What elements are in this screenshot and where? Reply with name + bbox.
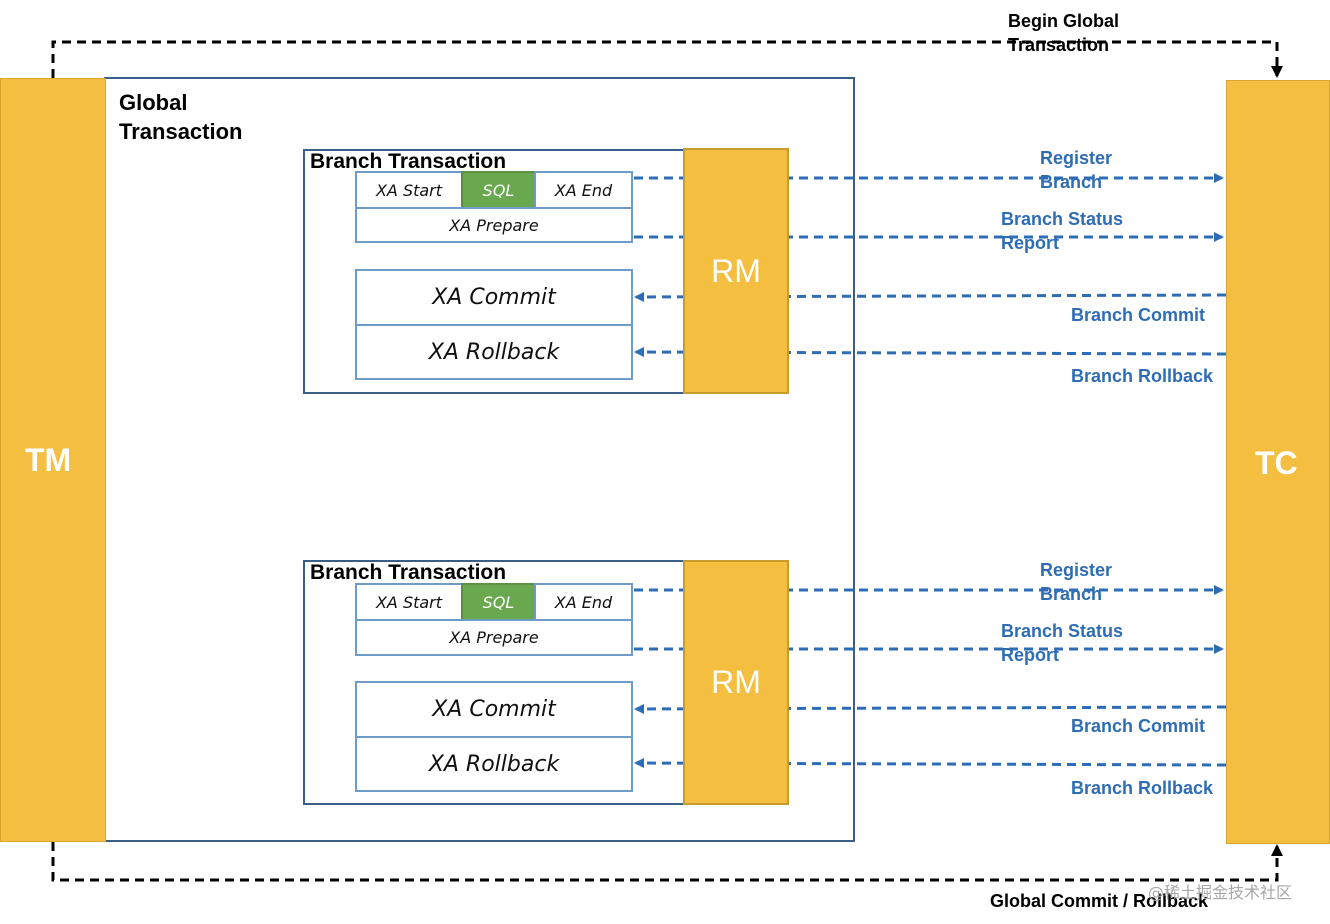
xa-prepare-cell: XA Prepare <box>355 619 633 656</box>
tm-label: TM <box>25 442 72 478</box>
tm-bar <box>0 78 106 842</box>
tc-label: TC <box>1255 445 1298 481</box>
branch-commit-arrow-1 <box>634 291 1227 302</box>
xa-rollback-cell: XA Rollback <box>355 324 633 380</box>
global-commit-rollback-label: Global Commit / Rollback <box>990 891 1209 911</box>
sql-cell: SQL <box>461 583 536 621</box>
rm-box: RM <box>683 148 789 394</box>
tc-bar <box>1226 80 1330 844</box>
branch-commit-label: Branch Commit <box>1071 716 1206 736</box>
xa-end-cell: XA End <box>534 583 633 621</box>
xa-prepare-cell: XA Prepare <box>355 207 633 243</box>
branch-rollback-arrow-2 <box>634 758 1227 769</box>
branch-status-report-label: Branch Status Report <box>1001 621 1124 665</box>
global-transaction-title: Global Transaction <box>119 90 243 144</box>
branch-transaction-title: Branch Transaction <box>310 150 507 173</box>
xa-rollback-cell: XA Rollback <box>355 736 633 792</box>
watermark: @稀土掘金技术社区 <box>1148 883 1293 902</box>
xa-start-cell: XA Start <box>355 583 463 621</box>
branch-commit-arrow-2 <box>634 703 1227 714</box>
branch-rollback-label: Branch Rollback <box>1071 778 1214 798</box>
xa-end-cell: XA End <box>534 171 633 209</box>
global-commit-rollback-arrow <box>51 842 1283 882</box>
xa-commit-cell: XA Commit <box>355 681 633 738</box>
branch-transaction-title: Branch Transaction <box>310 561 507 584</box>
sql-cell: SQL <box>461 171 536 209</box>
xa-commit-cell: XA Commit <box>355 269 633 326</box>
branch-commit-label: Branch Commit <box>1071 305 1206 325</box>
register-branch-label: Register Branch <box>1040 148 1113 192</box>
rm-box: RM <box>683 560 789 805</box>
register-branch-label: Register Branch <box>1040 560 1113 604</box>
xa-start-cell: XA Start <box>355 171 463 209</box>
branch-rollback-label: Branch Rollback <box>1071 366 1214 386</box>
branch-rollback-arrow-1 <box>634 347 1227 358</box>
branch-status-report-label: Branch Status Report <box>1001 209 1124 253</box>
begin-global-transaction-label: Begin Global Transaction <box>1008 11 1120 55</box>
begin-global-transaction-arrow <box>51 40 1283 78</box>
